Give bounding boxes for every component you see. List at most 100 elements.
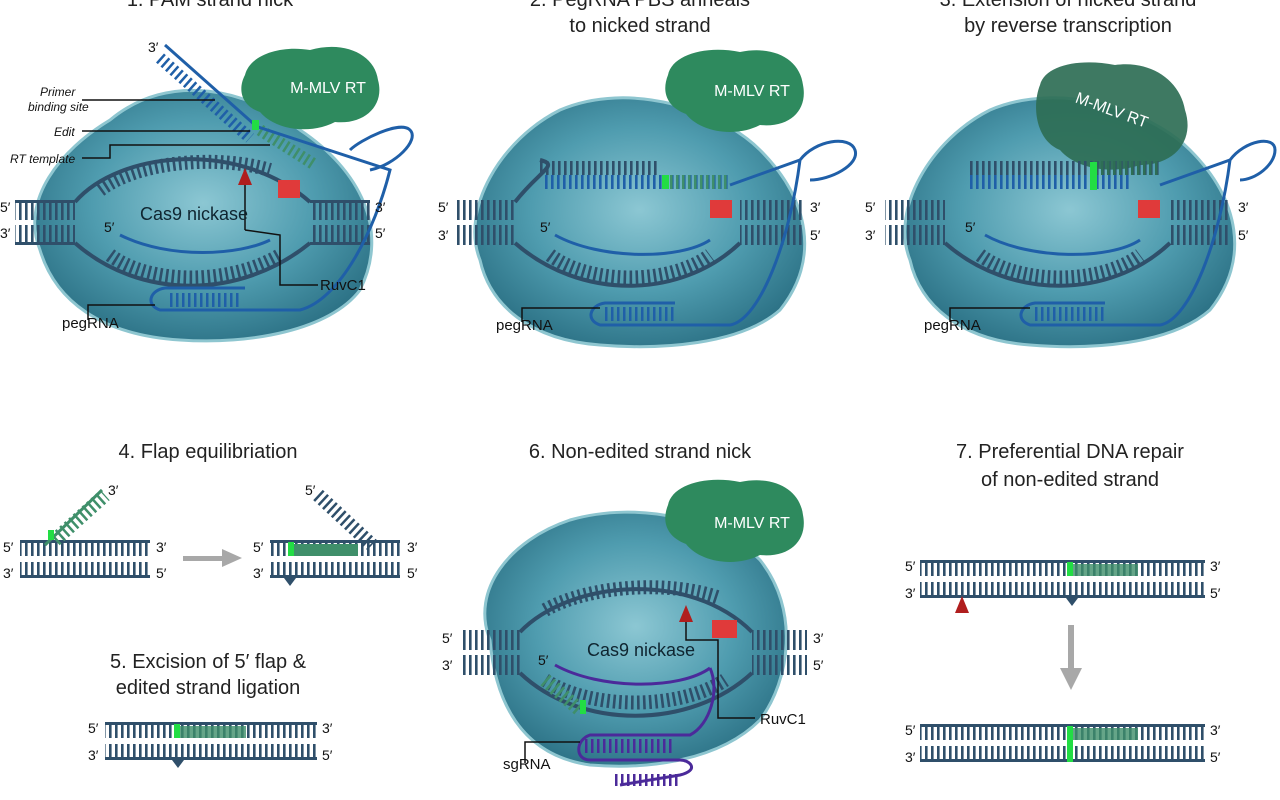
end-3: 3′ bbox=[108, 482, 119, 498]
end-3: 3′ bbox=[813, 630, 824, 646]
panel-4: 4. Flap equilibriation 3′ 5′ 3′ 3′ 5′ 5′… bbox=[3, 441, 418, 586]
edit-mark bbox=[1090, 162, 1097, 190]
pegrna-label: pegRNA bbox=[62, 315, 119, 332]
primer-label-line2: binding site bbox=[28, 100, 89, 114]
end-5: 5′ bbox=[540, 219, 551, 235]
edit-label: Edit bbox=[54, 125, 75, 139]
dna-duplex bbox=[15, 154, 370, 288]
nick-arrow-icon bbox=[679, 605, 693, 622]
panel-6: 6. Non-edited strand nick M-MLV RT RuvC1… bbox=[442, 441, 824, 787]
end-5: 5′ bbox=[438, 199, 449, 215]
edit-mark bbox=[662, 175, 669, 189]
primer-label-line1: Primer bbox=[40, 85, 76, 99]
sgrna-label: sgRNA bbox=[503, 756, 551, 773]
end-3: 3′ bbox=[88, 747, 99, 763]
end-3: 3′ bbox=[905, 749, 916, 765]
ruvc1-label: RuvC1 bbox=[760, 711, 806, 728]
end-5: 5′ bbox=[3, 539, 14, 555]
end-3: 3′ bbox=[905, 585, 916, 601]
sgrna bbox=[554, 663, 716, 787]
pegrna-label: pegRNA bbox=[924, 317, 981, 334]
end-3: 3′ bbox=[1238, 199, 1249, 215]
end-5: 5′ bbox=[1238, 227, 1249, 243]
down-arrow-icon bbox=[1060, 625, 1082, 690]
cas9-body bbox=[473, 96, 807, 349]
edit-mark bbox=[174, 724, 180, 738]
panel-2-title-2: to nicked strand bbox=[569, 15, 710, 37]
pam-mismatch bbox=[278, 180, 300, 198]
ruvc1-label: RuvC1 bbox=[320, 277, 366, 294]
end-5: 5′ bbox=[0, 199, 11, 215]
dna-duplex bbox=[460, 580, 807, 718]
panel-1-title: 1. PAM strand nick bbox=[127, 0, 294, 11]
end-3: 3′ bbox=[0, 225, 11, 241]
dna-bottom bbox=[20, 562, 150, 578]
end-3: 3′ bbox=[375, 199, 386, 215]
nick-arrow-icon bbox=[955, 596, 969, 613]
end-5: 5′ bbox=[407, 565, 418, 581]
rt-template-label: RT template bbox=[10, 152, 75, 166]
end-5: 5′ bbox=[538, 652, 549, 668]
end-3: 3′ bbox=[438, 227, 449, 243]
edit-mark bbox=[48, 530, 54, 540]
rt-enzyme bbox=[241, 46, 380, 130]
pegrna-label: pegRNA bbox=[496, 317, 553, 334]
end-3: 3′ bbox=[810, 199, 821, 215]
panel-5-title-1: 5. Excision of 5′ flap & bbox=[110, 651, 307, 673]
end-3: 3′ bbox=[865, 227, 876, 243]
end-5: 5′ bbox=[905, 722, 916, 738]
rt-label: M-MLV RT bbox=[290, 80, 366, 97]
end-3: 3′ bbox=[407, 539, 418, 555]
rt-label: M-MLV RT bbox=[714, 515, 790, 532]
end-5: 5′ bbox=[865, 199, 876, 215]
panel-5-title-2: edited strand ligation bbox=[116, 677, 301, 699]
rt-enzyme bbox=[665, 49, 804, 132]
end-5: 5′ bbox=[965, 219, 976, 235]
end-5: 5′ bbox=[1210, 749, 1221, 765]
end-5: 5′ bbox=[322, 747, 333, 763]
panel-7-title-1: 7. Preferential DNA repair bbox=[956, 441, 1184, 463]
end-5: 5′ bbox=[905, 558, 916, 574]
pam-mismatch bbox=[712, 620, 737, 638]
pegrna bbox=[554, 139, 857, 327]
end-5: 5′ bbox=[305, 482, 316, 498]
panel-7: 7. Preferential DNA repair of non-edited… bbox=[905, 441, 1221, 765]
dna-bottom bbox=[920, 582, 1205, 598]
end-5: 5′ bbox=[442, 630, 453, 646]
pegrna bbox=[119, 43, 414, 312]
dna-duplex bbox=[455, 158, 805, 288]
panel-2-title-1: 2. PegRNA PBS anneals bbox=[530, 0, 750, 11]
end-3: 3′ bbox=[3, 565, 14, 581]
end-5: 5′ bbox=[253, 539, 264, 555]
pam-mismatch bbox=[1138, 200, 1160, 218]
rt-enzyme bbox=[1036, 62, 1188, 170]
dna-top bbox=[20, 540, 150, 556]
cas9-label: Cas9 nickase bbox=[587, 640, 695, 660]
end-3: 3′ bbox=[156, 539, 167, 555]
end-3: 3′ bbox=[253, 565, 264, 581]
panel-4-title: 4. Flap equilibriation bbox=[119, 441, 298, 463]
panel-7-title-2: of non-edited strand bbox=[981, 469, 1159, 491]
rt-label: M-MLV RT bbox=[714, 83, 790, 100]
panel-1: 1. PAM strand nick M-MLV RT bbox=[0, 0, 414, 343]
dna-bottom bbox=[105, 744, 317, 760]
edit-mark bbox=[1067, 726, 1073, 762]
panel-6-title: 6. Non-edited strand nick bbox=[529, 441, 752, 463]
nick-arrow-icon bbox=[238, 168, 252, 185]
end-5: 5′ bbox=[1210, 585, 1221, 601]
end-3: 3′ bbox=[322, 720, 333, 736]
end-5: 5′ bbox=[810, 227, 821, 243]
edit-mark bbox=[580, 700, 586, 714]
edit-mark bbox=[288, 542, 294, 556]
end-3: 3′ bbox=[148, 39, 159, 55]
edit-mark bbox=[252, 120, 259, 130]
edit-mark bbox=[1067, 562, 1073, 576]
end-3: 3′ bbox=[1210, 558, 1221, 574]
end-5: 5′ bbox=[156, 565, 167, 581]
end-3: 3′ bbox=[442, 657, 453, 673]
dna-bottom bbox=[270, 562, 400, 578]
end-5: 5′ bbox=[813, 657, 824, 673]
end-3: 3′ bbox=[1210, 722, 1221, 738]
panel-3-title-1: 3. Extension of nicked strand bbox=[940, 0, 1197, 11]
